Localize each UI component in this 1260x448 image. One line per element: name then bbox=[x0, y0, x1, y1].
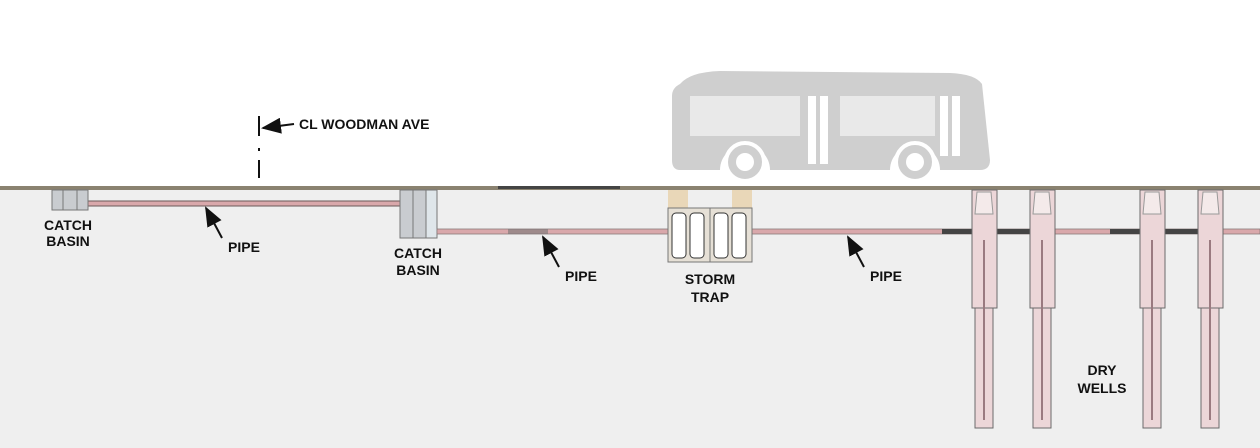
catch-basin-1-label: CATCH bbox=[44, 217, 92, 233]
pipe-1 bbox=[74, 200, 415, 207]
dry-well-2 bbox=[1029, 189, 1056, 429]
pipe-2-label: PIPE bbox=[565, 268, 597, 284]
catch-basin-1 bbox=[51, 189, 89, 211]
centerline-label: CL WOODMAN AVE bbox=[299, 116, 429, 132]
pipe-1-label: PIPE bbox=[228, 239, 260, 255]
pipe-3-arrow bbox=[847, 235, 865, 268]
dry-well-1 bbox=[971, 189, 998, 429]
dry-well-4 bbox=[1197, 189, 1224, 429]
bus-icon bbox=[672, 71, 990, 183]
ground bbox=[0, 189, 1260, 448]
pipe-1-arrow bbox=[205, 206, 223, 239]
catch-basin-2-label: CATCH bbox=[394, 245, 442, 261]
dry-wells-label: DRY bbox=[1087, 362, 1117, 378]
storm-trap-label: STORM bbox=[685, 271, 735, 287]
catch-basin-1-label-2: BASIN bbox=[46, 233, 90, 249]
dry-well-3 bbox=[1139, 189, 1166, 429]
centerline-marker bbox=[258, 116, 295, 178]
storm-trap bbox=[667, 190, 753, 263]
catch-basin-2 bbox=[399, 189, 438, 239]
pipe-2-arrow bbox=[542, 235, 560, 268]
pipe-3-label: PIPE bbox=[870, 268, 902, 284]
storm-trap-label-2: TRAP bbox=[691, 289, 729, 305]
road-surface-line bbox=[0, 186, 1260, 190]
catch-basin-2-label-2: BASIN bbox=[396, 262, 440, 278]
dry-wells-label-2: WELLS bbox=[1078, 380, 1127, 396]
pipe-2 bbox=[436, 228, 669, 235]
